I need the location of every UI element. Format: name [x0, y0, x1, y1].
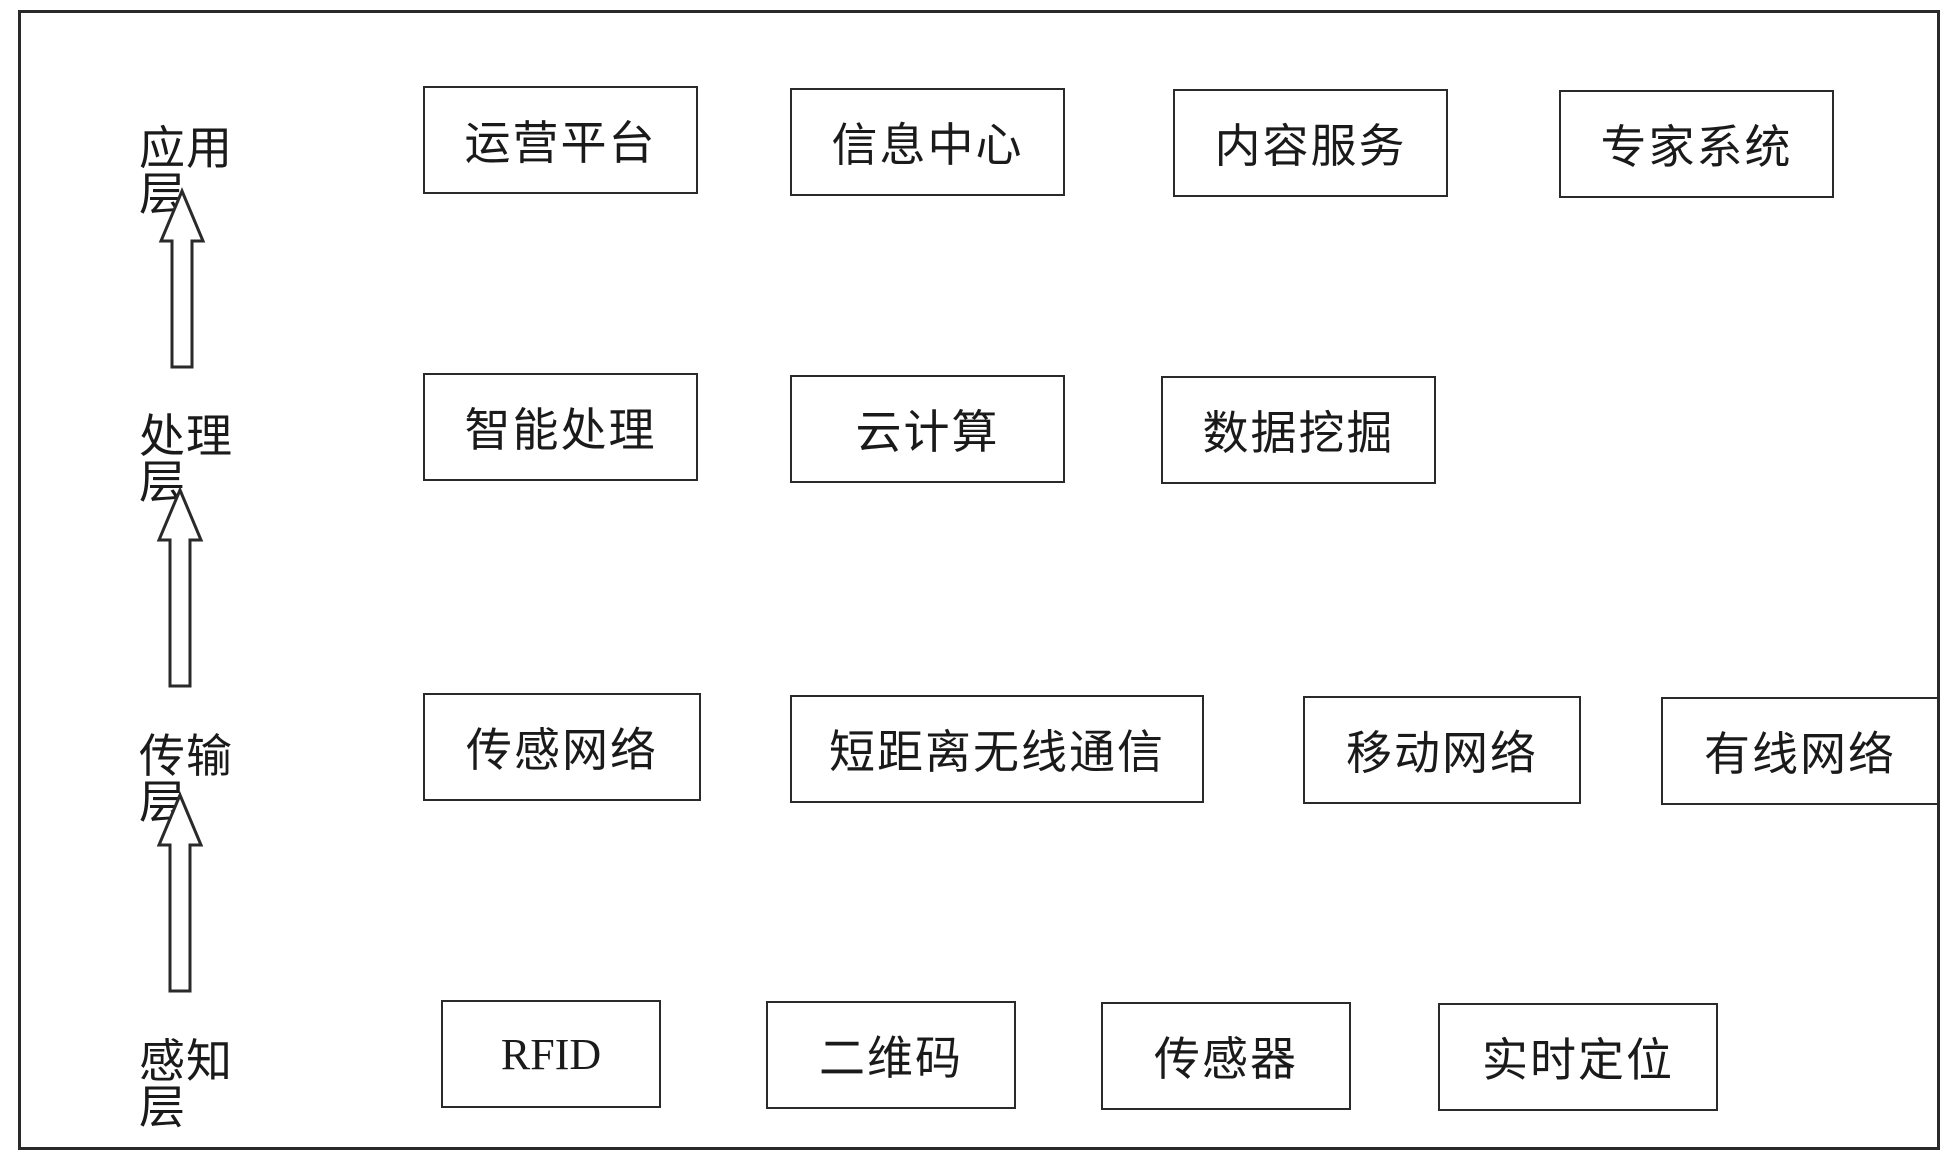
node-operations-platform: 运营平台 [423, 86, 698, 194]
layer-label-application: 应用层 [139, 121, 233, 221]
node-rfid: RFID [441, 1000, 661, 1108]
node-data-mining: 数据挖掘 [1161, 376, 1436, 484]
layer-label-perception: 感知层 [139, 1034, 233, 1134]
node-mobile-network: 移动网络 [1303, 696, 1581, 804]
node-cloud-computing: 云计算 [790, 375, 1065, 483]
node-short-range-wireless: 短距离无线通信 [790, 695, 1204, 803]
node-sensor-network: 传感网络 [423, 693, 701, 801]
node-information-center: 信息中心 [790, 88, 1065, 196]
node-real-time-positioning: 实时定位 [1438, 1003, 1718, 1111]
node-sensor: 传感器 [1101, 1002, 1351, 1110]
node-intelligent-processing: 智能处理 [423, 373, 698, 481]
node-expert-system: 专家系统 [1559, 90, 1834, 198]
node-qr-code: 二维码 [766, 1001, 1016, 1109]
arrow-up-icon [156, 486, 204, 688]
node-wired-network: 有线网络 [1661, 697, 1939, 805]
arrow-up-icon [158, 187, 206, 369]
arrow-up-icon [156, 791, 204, 993]
node-content-service: 内容服务 [1173, 89, 1448, 197]
diagram-frame: 应用层 处理层 传输层 感知层 运营平台 信息中心 内容服务 专家系统 智能处理… [18, 10, 1940, 1150]
